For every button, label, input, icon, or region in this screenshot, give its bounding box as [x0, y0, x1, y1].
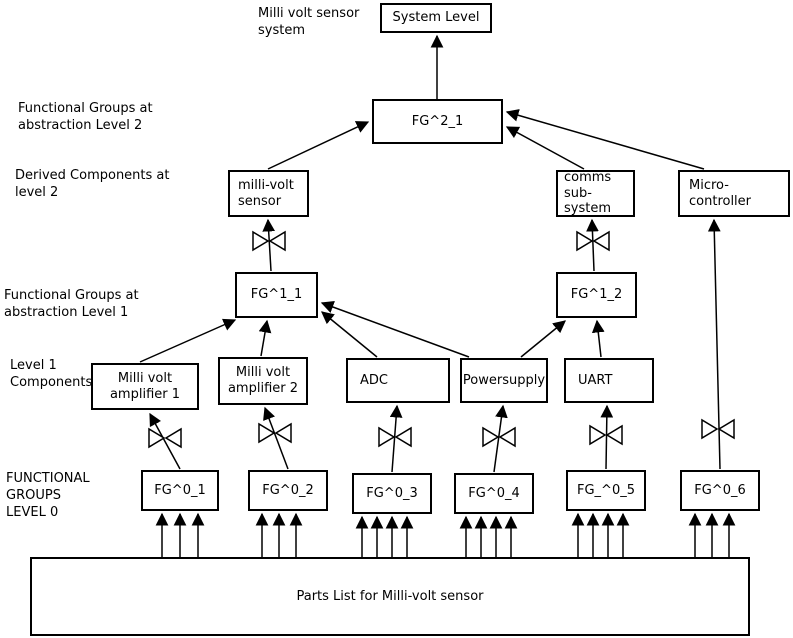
transform-bowtie-icon: [576, 230, 610, 252]
top-annotation: Milli volt sensor system: [258, 6, 360, 38]
node-fg2-1: FG^2_1: [372, 99, 503, 144]
node-powersupply: Powersupply: [460, 358, 548, 403]
node-millivolt-amplifier-2: Milli volt amplifier 2: [218, 357, 308, 405]
node-millivolt-amplifier-1: Milli volt amplifier 1: [91, 363, 199, 410]
transform-bowtie-icon: [252, 230, 286, 252]
transform-bowtie-icon: [589, 424, 623, 446]
label-functional-groups-level0: FUNCTIONAL GROUPS LEVEL 0: [6, 471, 90, 520]
label-functional-groups-level1: Functional Groups at abstraction Level 1: [4, 288, 139, 320]
node-uart: UART: [564, 358, 654, 403]
node-fg1-1: FG^1_1: [235, 272, 318, 318]
node-fg0-4: FG^0_4: [454, 473, 534, 514]
node-system-level: System Level: [380, 3, 492, 33]
node-fg0-1: FG^0_1: [141, 470, 219, 511]
node-parts-list: Parts List for Milli-volt sensor: [30, 557, 750, 636]
node-comms-subsystem: comms sub-system: [556, 170, 635, 217]
transform-bowtie-icon: [258, 422, 292, 444]
transform-bowtie-icons: [148, 230, 735, 449]
node-fg0-6: FG^0_6: [680, 470, 760, 511]
node-fg0-2: FG^0_2: [248, 470, 328, 511]
transform-bowtie-icon: [148, 427, 182, 449]
node-fg0-5: FG_^0_5: [566, 470, 646, 511]
node-fg1-2: FG^1_2: [556, 272, 637, 318]
node-fg0-3: FG^0_3: [352, 473, 432, 514]
label-derived-components-level2: Derived Components at level 2: [15, 168, 170, 200]
label-functional-groups-level2: Functional Groups at abstraction Level 2: [18, 101, 153, 133]
arrow-lines: [139, 34, 736, 557]
node-adc: ADC: [346, 358, 450, 403]
node-millivolt-sensor: milli-volt sensor: [228, 170, 309, 217]
transform-bowtie-icon: [482, 426, 516, 448]
label-level1-components: Level 1 Components: [10, 358, 93, 390]
transform-bowtie-icon: [701, 418, 735, 440]
transform-bowtie-icon: [378, 426, 412, 448]
node-microcontroller: Micro- controller: [678, 170, 790, 217]
